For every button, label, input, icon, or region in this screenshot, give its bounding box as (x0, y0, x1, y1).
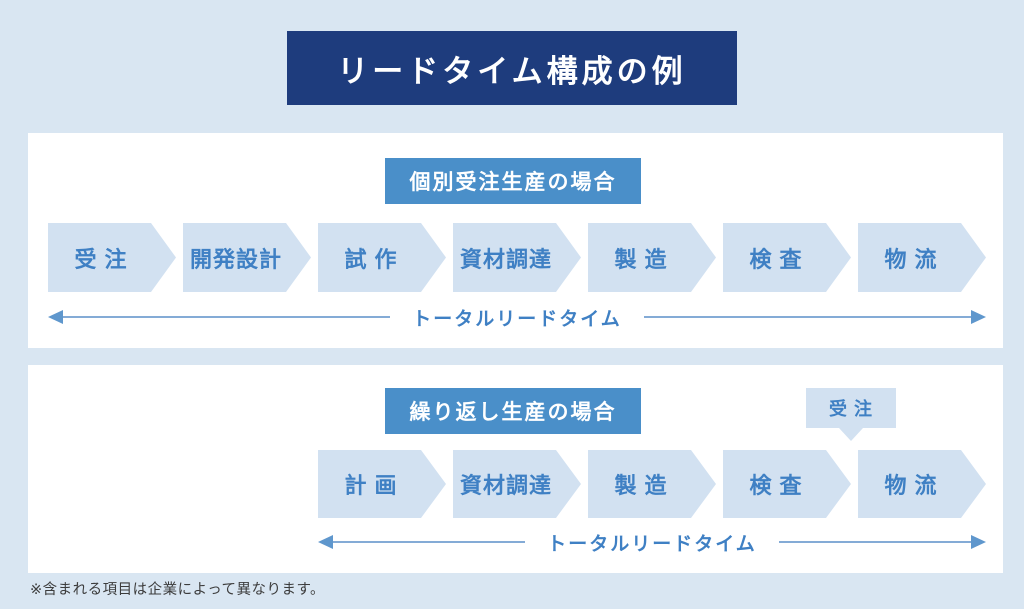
arrow-left-icon (318, 535, 333, 549)
step-manufacturing: 製 造 (588, 450, 716, 518)
leadtime-line (63, 316, 391, 318)
total-leadtime-repetitive: トータルリードタイム (318, 528, 986, 556)
leadtime-line (643, 316, 971, 318)
step-manufacturing: 製 造 (588, 223, 716, 292)
section-header-repetitive: 繰り返し生産の場合 (385, 388, 641, 434)
title-banner: リードタイム構成の例 (287, 31, 737, 105)
page-title: リードタイム構成の例 (337, 53, 687, 89)
step-logistics: 物 流 (858, 450, 986, 518)
arrow-right-icon (971, 535, 986, 549)
step-planning: 計 画 (318, 450, 446, 518)
step-inspection: 検 査 (723, 450, 851, 518)
arrow-right-icon (971, 310, 986, 324)
step-procurement: 資材調達 (453, 223, 581, 292)
step-order: 受 注 (48, 223, 176, 292)
step-logistics: 物 流 (858, 223, 986, 292)
leadtime-line (778, 541, 971, 543)
step-inspection: 検 査 (723, 223, 851, 292)
order-callout-bubble: 受 注 (806, 388, 896, 428)
total-leadtime-label: トータルリードタイム (412, 308, 622, 330)
leadtime-line (333, 541, 526, 543)
total-leadtime-custom-order: トータルリードタイム (48, 303, 986, 331)
callout-pointer-icon (839, 428, 863, 441)
total-leadtime-label: トータルリードタイム (547, 533, 757, 555)
step-development-design: 開発設計 (183, 223, 311, 292)
step-procurement: 資材調達 (453, 450, 581, 518)
step-prototype: 試 作 (318, 223, 446, 292)
footnote: ※含まれる項目は企業によって異なります。 (30, 582, 326, 598)
section-header-custom-order: 個別受注生産の場合 (385, 158, 641, 204)
arrow-left-icon (48, 310, 63, 324)
